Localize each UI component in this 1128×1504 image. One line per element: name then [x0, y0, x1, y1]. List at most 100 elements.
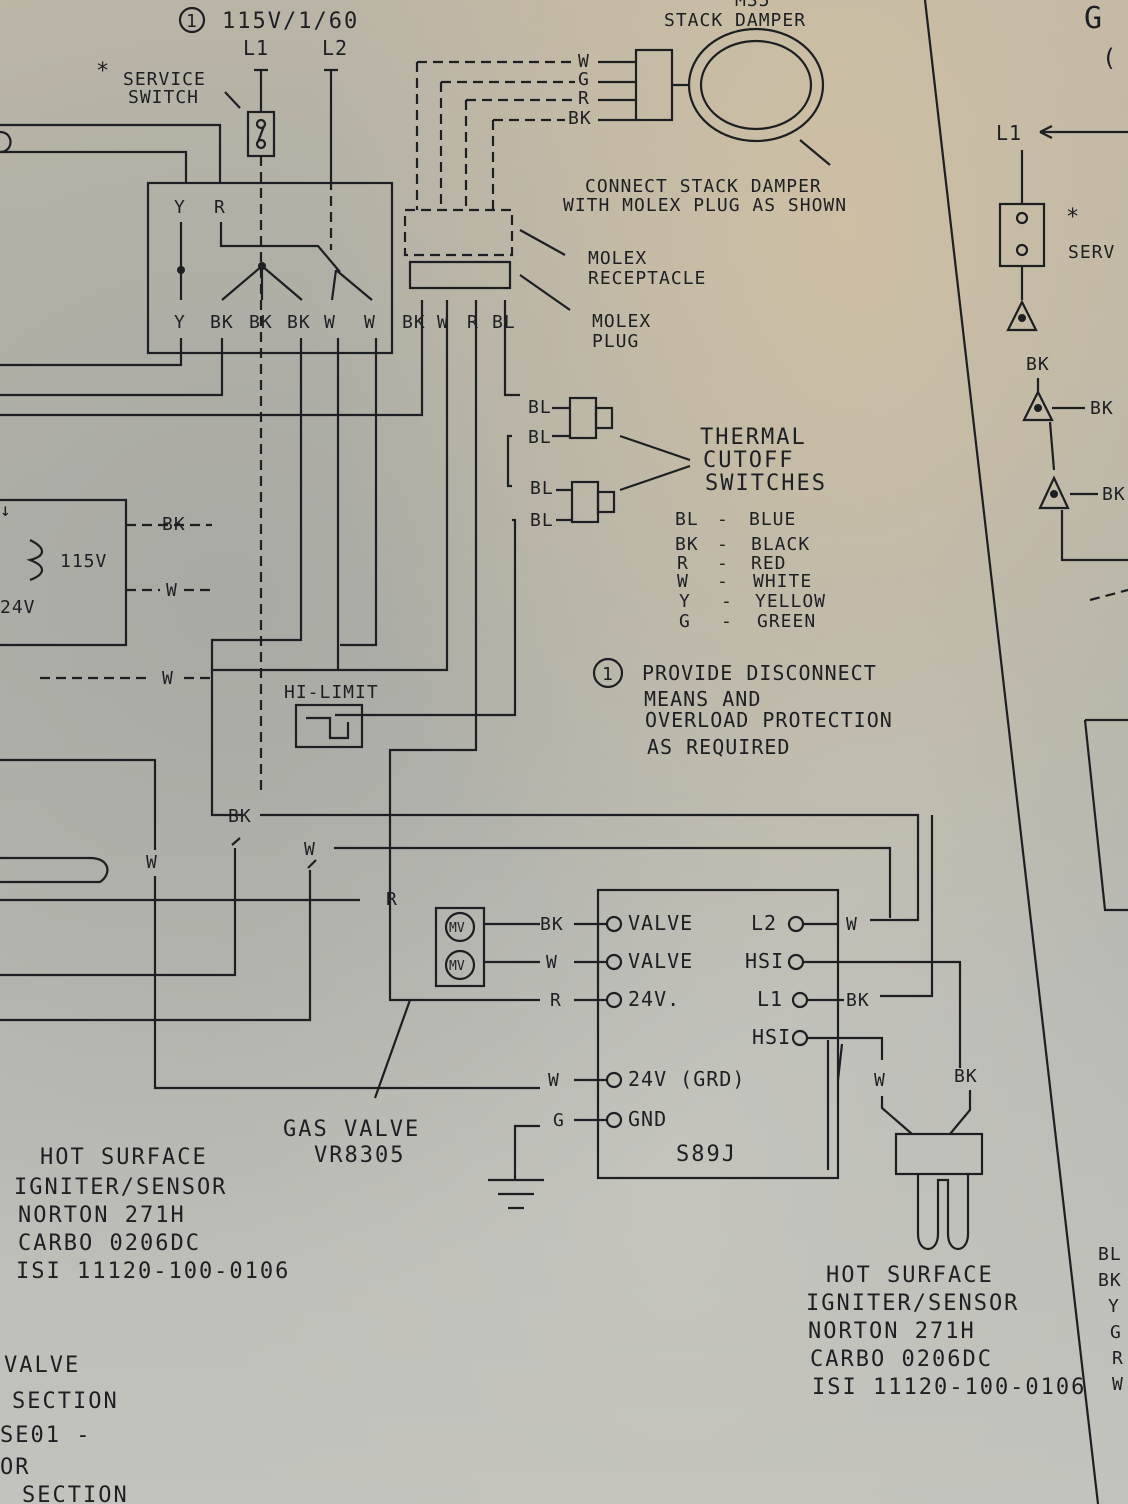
s89j-terminal-label: VALVE: [628, 949, 693, 973]
damper-dashed-wires: [417, 60, 575, 122]
switch-box-bottom-label: BK: [210, 312, 234, 333]
switch-box-top-r: R: [214, 197, 226, 218]
right-legend-fragment: BK: [1098, 1270, 1122, 1291]
note-line2: MEANS AND: [644, 687, 761, 711]
damper-dashed-drops: [415, 62, 495, 210]
bk-to-junction: [210, 338, 303, 817]
junction-ticks: [231, 837, 317, 869]
switch-box-bottom-label: Y: [174, 312, 186, 333]
legend-name: BLUE: [749, 509, 796, 530]
legend-name: YELLOW: [755, 591, 826, 612]
l1-label: L1: [243, 36, 269, 60]
s89j-terminal-24v-grd: [605, 1071, 623, 1089]
thermal-label-line3: SWITCHES: [705, 471, 827, 496]
molex-receptacle-leader: [519, 229, 566, 256]
note-number: 1: [602, 664, 614, 685]
hsi-right-line1: HOT SURFACE: [826, 1263, 994, 1288]
right-legend-fragment: Y: [1108, 1296, 1120, 1317]
note-line1: PROVIDE DISCONNECT: [642, 661, 877, 685]
thermal-switch-leads: [552, 406, 572, 522]
s89j-wire-l2-w: W: [846, 914, 858, 935]
note-line4: AS REQUIRED: [647, 735, 790, 759]
power-spec-label: 115V/1/60: [222, 9, 359, 34]
yellow-junction-dot: [177, 266, 185, 274]
right-panel-l1-arrow: [1039, 125, 1128, 139]
valve-section-line3: SE01 -: [0, 1423, 91, 1448]
valve-section-line1: VALVE: [4, 1353, 80, 1378]
transformer-coil: [26, 539, 44, 582]
mv-label-1: MV: [449, 921, 465, 936]
left-loop-wire-1: [0, 758, 157, 850]
damper-wire-w: W: [578, 51, 590, 72]
stack-note-line1: CONNECT STACK DAMPER: [585, 176, 822, 197]
molex-r-wire: [388, 300, 540, 1002]
service-switch-star: *: [96, 59, 111, 84]
ground-symbol: [488, 1124, 544, 1210]
s89j-terminal-label: GND: [628, 1107, 667, 1131]
l2-label: L2: [322, 36, 348, 60]
transformer-voltage-label: 115V: [60, 551, 107, 572]
bk-return-wire: [0, 848, 237, 977]
molex-plug-leader: [519, 274, 571, 311]
thermal-wire-bl-2: BL: [528, 427, 552, 448]
igniter-wire-w: W: [874, 1070, 886, 1091]
right-legend-fragment: R: [1112, 1348, 1124, 1369]
legend-name: BLACK: [751, 534, 810, 555]
thermal-return-wires: [335, 434, 517, 717]
right-panel-box: [1083, 718, 1128, 912]
legend-sep: -: [717, 509, 729, 530]
thermal-label-line2: CUTOFF: [703, 448, 794, 473]
right-panel-limit-2: [1022, 378, 1085, 422]
hsi-1-wire: [803, 960, 962, 1068]
switch-box-bottom-label: BK: [287, 312, 311, 333]
damper-connector: [634, 48, 674, 122]
molex-receptacle-box: [403, 208, 514, 257]
right-panel-star: *: [1066, 205, 1081, 230]
molex-receptacle-line1: MOLEX: [588, 248, 647, 269]
legend-sep: -: [717, 571, 729, 592]
legend-code: BK: [675, 534, 699, 555]
junction-w-label: W: [304, 839, 316, 860]
switch-box-bottom-label: W: [324, 312, 336, 333]
s89j-terminal-hsi-2: [791, 1029, 809, 1047]
s89j-wire-l1-bk: BK: [846, 990, 870, 1011]
hsi-left-line3: NORTON 271H: [18, 1203, 186, 1228]
s89j-terminal-label: L2: [751, 911, 777, 935]
transformer-secondary-label: 24V: [0, 597, 36, 618]
legend-sep: -: [721, 591, 733, 612]
hsi-left-line2: IGNITER/SENSOR: [14, 1175, 227, 1200]
panel-divider-line: [923, 0, 1100, 1504]
igniter-wire-bk: BK: [954, 1066, 978, 1087]
s89j-terminal-valve-1: [605, 915, 623, 933]
wire-second-left: [0, 150, 188, 183]
right-panel-limit-2-dot: [1034, 404, 1042, 412]
hi-limit-symbol: [306, 716, 350, 740]
s89j-wire-g: G: [553, 1110, 565, 1131]
w-ground-wire: [153, 876, 540, 1090]
thermal-leaders: [619, 434, 691, 492]
right-panel-paren: (: [1102, 44, 1116, 72]
igniter-element: [916, 1174, 970, 1251]
w-return-wire: [0, 870, 312, 1022]
right-panel-limit-3: [1038, 421, 1128, 562]
hi-limit-label: HI-LIMIT: [284, 682, 379, 703]
power-note-number: 1: [186, 11, 198, 32]
s89j-terminal-valve-2: [605, 953, 623, 971]
molex-plug-line1: MOLEX: [592, 311, 651, 332]
legend-name: RED: [751, 553, 787, 574]
legend-name: GREEN: [757, 611, 816, 632]
thermal-wire-bl-1: BL: [528, 397, 552, 418]
left-w-label-b: W: [162, 668, 174, 689]
l1-terminal: [254, 68, 268, 112]
right-panel-switch-contact: [1015, 243, 1029, 257]
junction-w2-label: W: [146, 852, 158, 873]
s89j-terminal-label: HSI: [752, 1025, 791, 1049]
w-branch: [340, 338, 378, 647]
right-legend-fragment: BL: [1098, 1244, 1122, 1265]
white-fan-out: [330, 269, 373, 301]
s89j-terminal-label: VALVE: [628, 911, 693, 935]
s89j-terminal-label: HSI: [745, 949, 784, 973]
thermal-switch-1: [568, 396, 598, 440]
legend-code: Y: [679, 591, 691, 612]
